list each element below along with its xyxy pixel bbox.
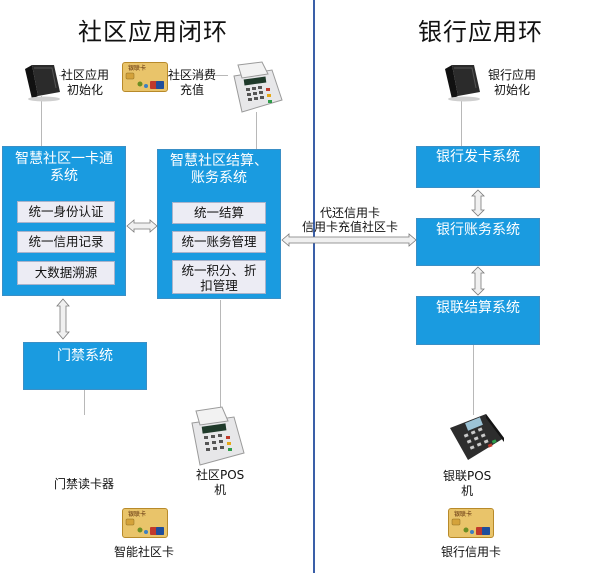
community-card-system: 智慧社区一卡通系统 统一身份认证 统一信用记录 大数据溯源 (2, 146, 126, 296)
double-arrow-icon (126, 219, 158, 233)
connector-line (41, 96, 42, 146)
bank-card-icon: 银联卡 (122, 508, 168, 538)
bank-init-label: 银行应用初始化 (488, 68, 537, 97)
unified-points-discount-item: 统一积分、折扣管理 (172, 260, 266, 294)
connector-line (84, 390, 85, 415)
smart-community-card-label: 智能社区卡 (114, 545, 175, 559)
connector-line (59, 75, 65, 76)
double-arrow-icon (471, 266, 485, 296)
connector-line (461, 97, 462, 147)
access-reader-label: 门禁读卡器 (54, 477, 115, 491)
double-arrow-icon (56, 298, 70, 340)
bank-card-icon: 银联卡 (122, 62, 168, 92)
community-settlement-system: 智慧社区结算、账务系统 统一结算 统一账务管理 统一积分、折扣管理 (157, 149, 281, 299)
pos-terminal-icon (450, 414, 504, 460)
link-label: 代还信用卡信用卡充值社区卡 (301, 206, 398, 234)
unified-identity-item: 统一身份认证 (17, 201, 115, 223)
access-control-system: 门禁系统 (23, 342, 147, 390)
connector-line (256, 112, 257, 149)
svg-text:银联卡: 银联卡 (454, 510, 472, 518)
svg-text:银联卡: 银联卡 (128, 64, 146, 72)
unionpay-settlement-system: 银联结算系统 (416, 296, 540, 345)
center-divider (313, 0, 315, 573)
bank-accounting-system: 银行账务系统 (416, 218, 540, 266)
card-reader-icon (25, 65, 60, 102)
community-card-system-title: 智慧社区一卡通系统 (15, 151, 113, 184)
card-reader-icon (445, 65, 480, 102)
double-arrow-icon (281, 233, 417, 247)
community-init-label: 社区应用初始化 (61, 68, 110, 97)
connector-line (168, 75, 228, 76)
pos-terminal-icon (233, 61, 283, 113)
right-title: 银行应用环 (418, 18, 543, 46)
connector-line (220, 300, 221, 410)
community-recharge-label: 社区消费充值 (168, 68, 217, 97)
unified-credit-item: 统一信用记录 (17, 231, 115, 253)
double-arrow-icon (471, 189, 485, 217)
connector-line (473, 345, 474, 415)
bank-credit-card-label: 银行信用卡 (441, 545, 502, 559)
left-title: 社区应用闭环 (78, 18, 228, 46)
pos-terminal-icon (191, 406, 245, 466)
community-settlement-system-title: 智慧社区结算、账务系统 (170, 153, 268, 186)
unified-settlement-item: 统一结算 (172, 202, 266, 224)
bank-issuing-system: 银行发卡系统 (416, 146, 540, 188)
big-data-trace-item: 大数据溯源 (17, 261, 115, 285)
bank-card-icon: 银联卡 (448, 508, 494, 538)
svg-text:银联卡: 银联卡 (128, 510, 146, 518)
unified-accounting-item: 统一账务管理 (172, 231, 266, 253)
